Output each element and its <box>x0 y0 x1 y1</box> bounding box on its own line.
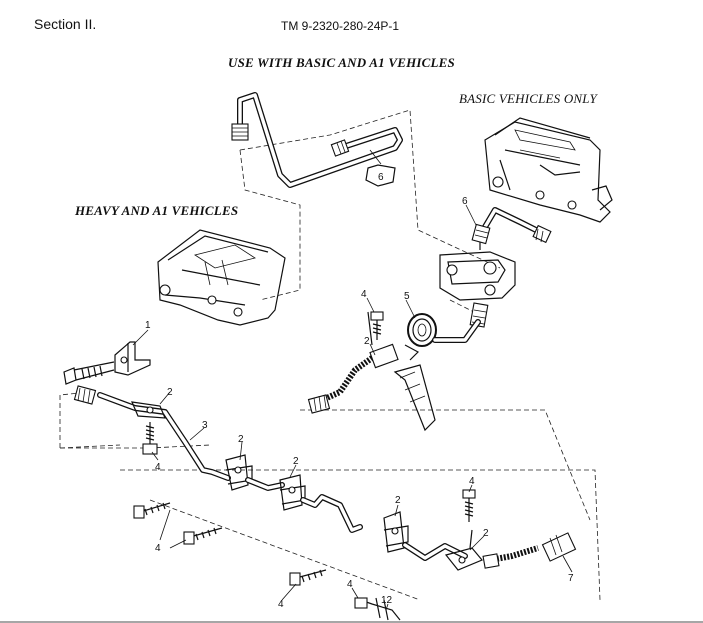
callout-12: 12 <box>381 595 393 606</box>
bolt-lower-left <box>289 569 327 586</box>
section-header: Section II. <box>34 16 97 32</box>
flex-hose-right <box>307 311 436 432</box>
caption-heavy-and-a1: HEAVY AND A1 VEHICLES <box>75 203 239 218</box>
callout-5: 5 <box>404 291 410 302</box>
brake-line-basic <box>471 207 552 250</box>
callout-6-a: 6 <box>378 172 384 183</box>
callout-4-d: 4 <box>361 289 367 300</box>
callout-2-b: 2 <box>238 434 244 445</box>
brake-line-upper <box>231 92 403 188</box>
brake-line-left <box>73 385 231 481</box>
bolt-mid-b <box>183 527 223 545</box>
dashed-reference-lines <box>59 109 601 601</box>
callout-2-d: 2 <box>395 495 401 506</box>
clip-lower-a <box>383 511 468 561</box>
tm-number-header: TM 9-2320-280-24P-1 <box>281 19 400 33</box>
callout-3: 3 <box>202 420 208 431</box>
bottom-fitting <box>354 597 401 621</box>
callout-4-f: 4 <box>347 579 353 590</box>
combination-valve <box>439 251 516 328</box>
callout-4-a: 4 <box>155 462 161 473</box>
callout-1: 1 <box>145 320 151 331</box>
caption-basic-only: BASIC VEHICLES ONLY <box>459 91 597 106</box>
callout-2-e: 2 <box>483 528 489 539</box>
flex-hose-lower <box>482 532 577 569</box>
clip-1 <box>63 341 151 385</box>
callout-4-b: 4 <box>155 543 161 554</box>
caption-basic-and-a1: USE WITH BASIC AND A1 VEHICLES <box>228 55 455 70</box>
brake-hose-coil <box>404 313 481 361</box>
callout-7: 7 <box>568 573 574 584</box>
bolt-upper <box>370 311 384 340</box>
clip-center-a <box>225 454 285 491</box>
leader-lines <box>132 149 573 611</box>
callout-2-c: 2 <box>293 456 299 467</box>
callout-6-b: 6 <box>462 196 468 207</box>
callout-2-a: 2 <box>167 387 173 398</box>
bolt-lower-right <box>462 489 476 522</box>
master-cylinder-heavy <box>157 229 286 326</box>
clip-center-b <box>279 474 363 533</box>
callout-4-c: 4 <box>469 476 475 487</box>
clip-lower-b <box>444 529 483 571</box>
callout-4-e: 4 <box>278 599 284 610</box>
master-cylinder-basic <box>484 117 613 223</box>
bolt-mid-a <box>133 502 171 519</box>
bolt-left <box>142 422 158 455</box>
callout-2-f: 2 <box>364 336 370 347</box>
